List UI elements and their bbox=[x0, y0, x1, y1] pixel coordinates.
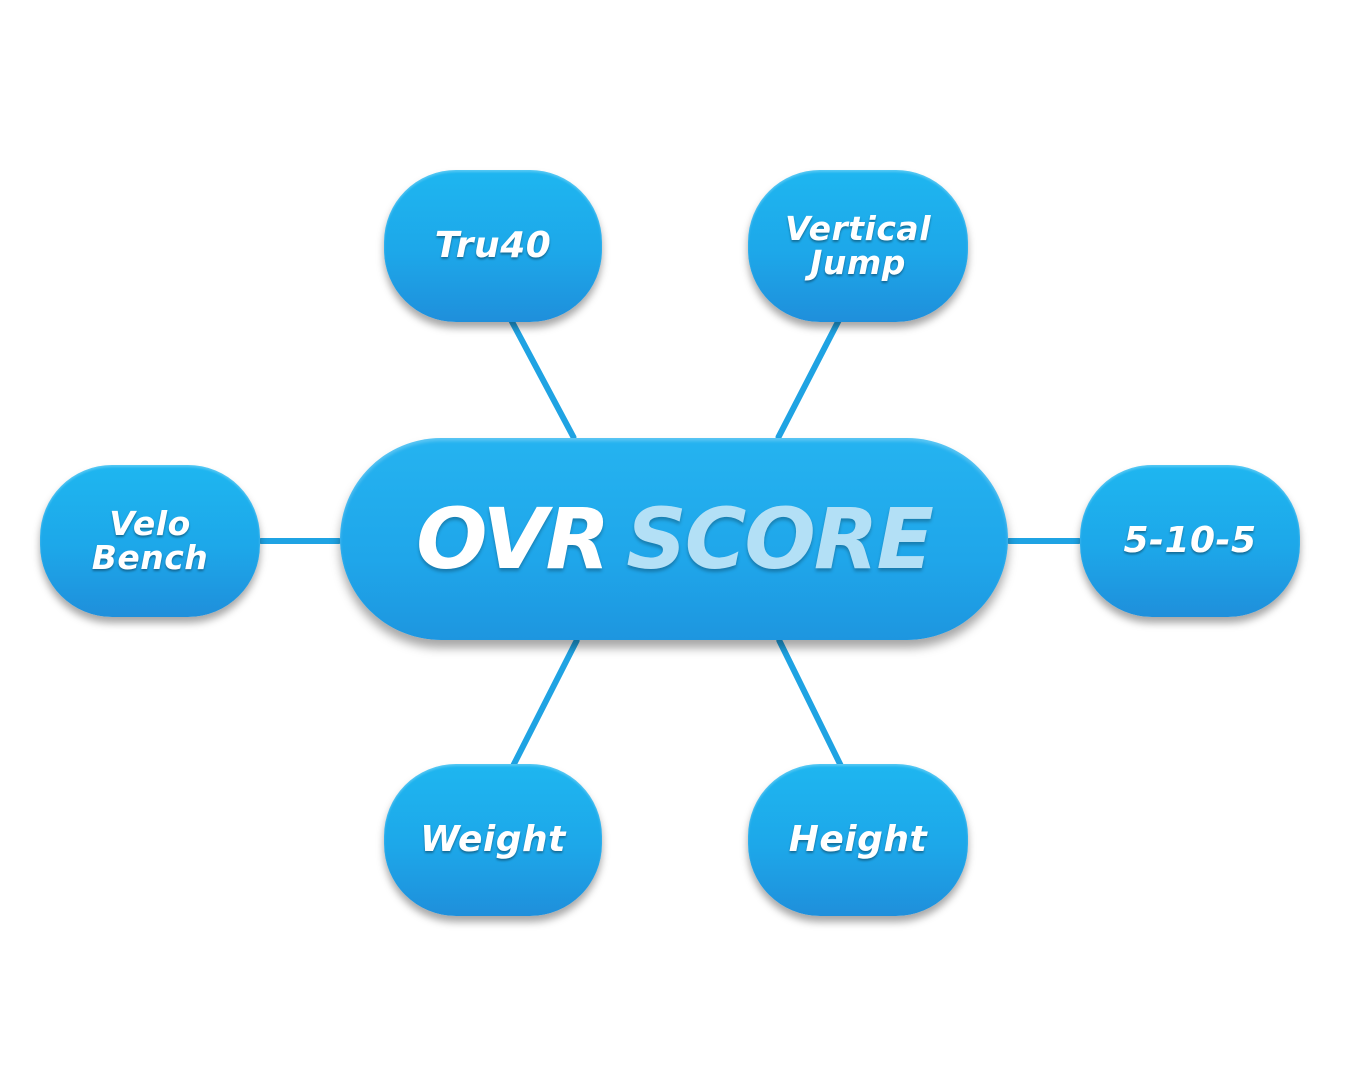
node-weight-label: Weight bbox=[420, 819, 566, 860]
title-score: SCORE bbox=[626, 490, 934, 588]
connector-velo-bench bbox=[258, 538, 342, 544]
connector-weight bbox=[509, 636, 581, 770]
node-weight: Weight bbox=[384, 764, 602, 916]
node-shuttle-label: 5-10-5 bbox=[1123, 520, 1257, 561]
connector-vertical-jump bbox=[774, 316, 843, 442]
node-vertical-jump-label: Vertical Jump bbox=[784, 209, 932, 282]
node-height-label: Height bbox=[788, 819, 928, 860]
node-height: Height bbox=[748, 764, 968, 916]
connector-tru40 bbox=[507, 316, 578, 442]
node-vertical-jump: Vertical Jump bbox=[748, 170, 968, 322]
node-velo-bench: Velo Bench bbox=[40, 465, 260, 617]
node-tru40: Tru40 bbox=[384, 170, 602, 322]
connector-height bbox=[775, 636, 845, 770]
node-velo-bench-label: Velo Bench bbox=[91, 504, 209, 577]
title-ovr: OVR bbox=[416, 490, 610, 588]
node-shuttle: 5-10-5 bbox=[1080, 465, 1300, 617]
connector-shuttle bbox=[1006, 538, 1082, 544]
node-tru40-label: Tru40 bbox=[434, 225, 552, 266]
